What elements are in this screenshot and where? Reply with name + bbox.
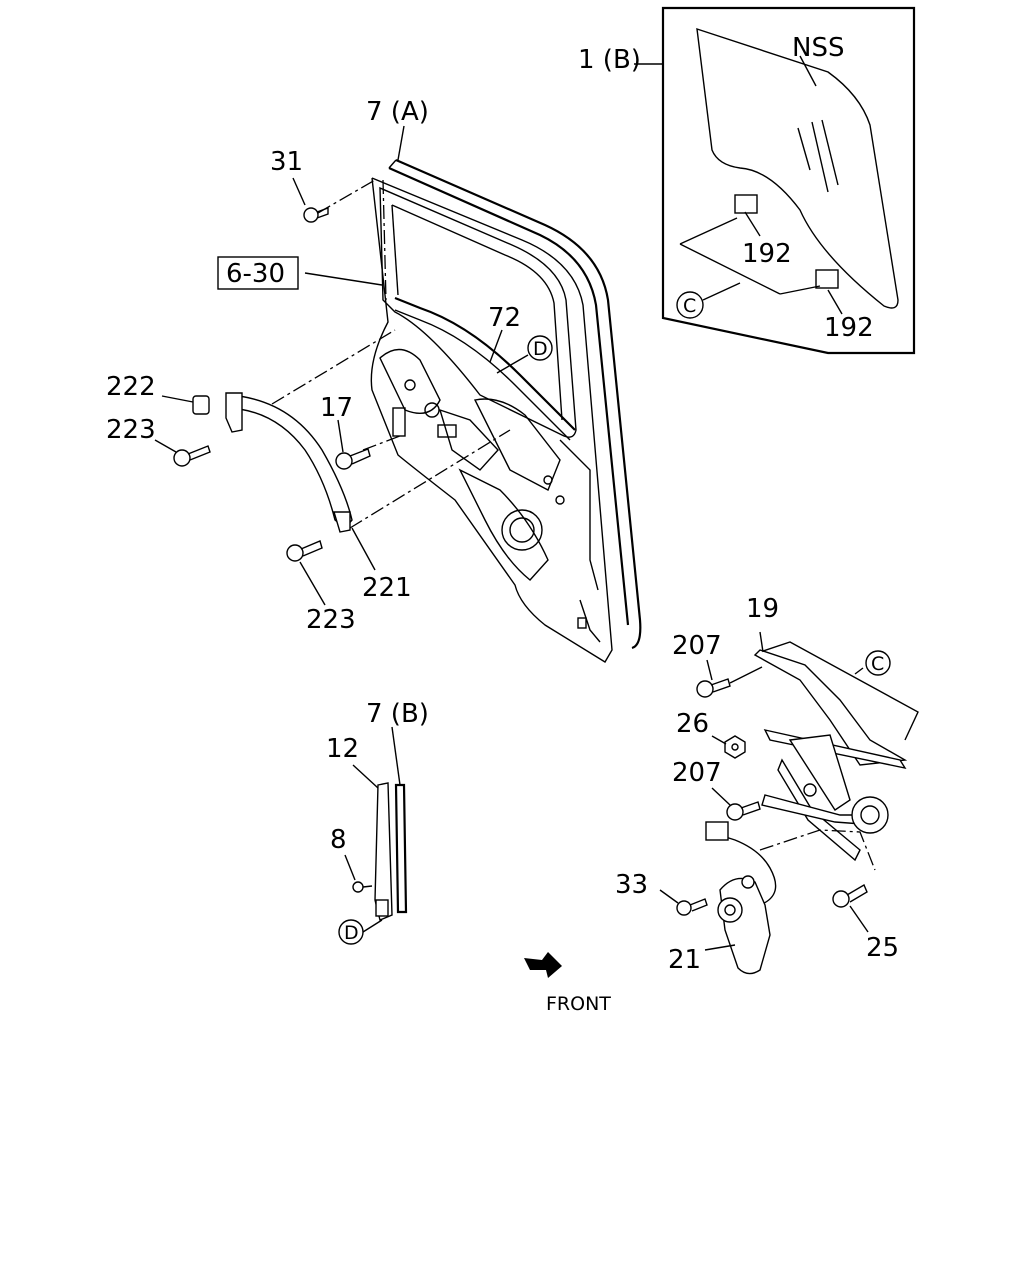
- label-17: 17: [320, 393, 353, 423]
- door-outline: [370, 177, 613, 663]
- label-192a: 192: [742, 239, 792, 269]
- front-arrow: [524, 952, 562, 978]
- label-33: 33: [615, 870, 648, 900]
- label-223b: 223: [306, 605, 356, 635]
- label-12: 12: [326, 734, 359, 764]
- glass-inset: [634, 6, 916, 355]
- screw-223a: [154, 439, 211, 467]
- clip-31: [292, 177, 329, 223]
- callout-d-top: [527, 335, 553, 361]
- assist-grip-221: [225, 392, 376, 571]
- label-c-inset: C: [683, 295, 696, 317]
- screw-223b: [286, 540, 326, 606]
- label-207a: 207: [672, 631, 722, 661]
- motor-21: [704, 875, 771, 975]
- sash-channel-12: [338, 764, 393, 945]
- nut-26: [711, 735, 746, 759]
- label-207b: 207: [672, 758, 722, 788]
- window-regulator-19: [705, 631, 919, 906]
- window-opening: [379, 186, 577, 438]
- callout-c-regulator: [865, 650, 891, 676]
- label-box-6-30: [217, 256, 299, 290]
- label-c-regulator: C: [871, 653, 884, 675]
- run-channel-7b: [391, 726, 408, 914]
- label-21: 21: [668, 945, 701, 975]
- label-192b: 192: [824, 313, 874, 343]
- label-d-top: D: [533, 338, 548, 360]
- callout-c-inset: [676, 291, 704, 319]
- clip-8: [344, 854, 373, 893]
- label-31: 31: [270, 147, 303, 177]
- label-19: 19: [746, 594, 779, 624]
- label-front: FRONT: [546, 993, 611, 1015]
- callout-d-bottom: [338, 919, 364, 945]
- inset-frame: [661, 6, 916, 355]
- label-6-30: 6-30: [226, 259, 285, 289]
- bolt-207a: [696, 659, 731, 698]
- cap-222: [161, 395, 210, 415]
- label-72: 72: [488, 303, 521, 333]
- label-7a: 7 (A): [366, 97, 429, 127]
- weatherstrip-7a: [395, 158, 642, 650]
- label-25: 25: [866, 933, 899, 963]
- label-222: 222: [106, 372, 156, 402]
- door-glass: [696, 27, 899, 309]
- belt-line-molding-72: [394, 296, 576, 431]
- door-panel: [271, 125, 642, 663]
- label-8: 8: [330, 825, 347, 855]
- label-223a: 223: [106, 415, 156, 445]
- bolt-17: [335, 419, 371, 470]
- label-nss: NSS: [792, 33, 844, 63]
- label-d-bottom: D: [344, 922, 359, 944]
- bolt-207b: [711, 787, 761, 821]
- bolt-25: [832, 883, 869, 933]
- screw-33: [659, 889, 708, 916]
- label-1b: 1 (B): [578, 45, 641, 75]
- label-7b: 7 (B): [366, 699, 429, 729]
- glass-channel-192b: [815, 269, 839, 289]
- label-26: 26: [676, 709, 709, 739]
- label-221: 221: [362, 573, 412, 603]
- glass-channel-192a: [734, 194, 758, 214]
